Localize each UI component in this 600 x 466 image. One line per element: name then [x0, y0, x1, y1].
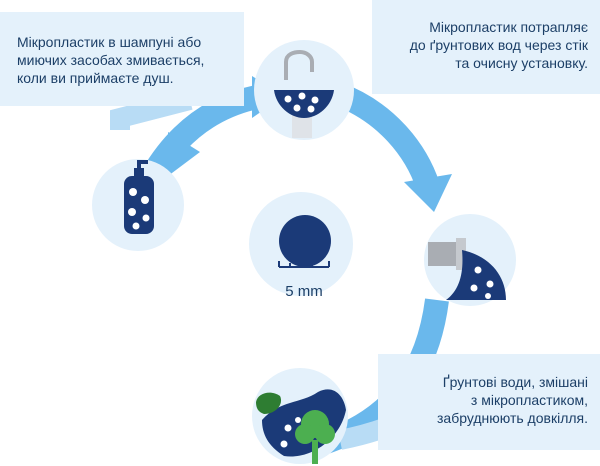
callout-groundwater-step: Ґрунтові води, змішані з мікропластиком,…	[378, 354, 600, 450]
callout-shampoo-line-3: коли ви приймаєте душ.	[17, 70, 174, 86]
scale-label: 5 mm	[285, 283, 323, 300]
arrowhead-left	[168, 132, 200, 176]
callout-groundwater-line-2: з мікропластиком,	[470, 392, 588, 408]
arrowhead-top-right	[404, 174, 452, 212]
groundwater-landscape-icon	[256, 389, 346, 464]
callout-drain-line-2: до ґрунтових вод через стік	[409, 37, 588, 53]
arrow-segment-top-left	[141, 84, 265, 183]
callout-drain-line-1: Мікропластик потрапляє	[429, 19, 588, 35]
arrow-segment-top-right	[333, 82, 440, 191]
shampoo-bottle-icon	[124, 160, 154, 234]
callout-shampoo-line-1: Мікропластик в шампуні або	[17, 34, 202, 50]
drain-pipe-icon	[428, 238, 506, 300]
arrow-segment-left-light	[110, 90, 193, 130]
callout-shampoo-step: Мікропластик в шампуні або миючих засоба…	[0, 12, 244, 106]
sink-drain-icon	[274, 49, 334, 138]
callout-drain-line-3: та очисну установку.	[455, 55, 588, 71]
callout-drain-step: Мікропластик потрапляє до ґрунтових вод …	[372, 0, 600, 94]
callout-groundwater-line-3: забруднюють довкілля.	[436, 410, 588, 426]
callout-groundwater-line-1: Ґрунтові води, змішані	[442, 374, 588, 390]
microplastic-particle-icon	[278, 215, 331, 268]
callout-shampoo-line-2: миючих засобах змивається,	[17, 52, 205, 68]
